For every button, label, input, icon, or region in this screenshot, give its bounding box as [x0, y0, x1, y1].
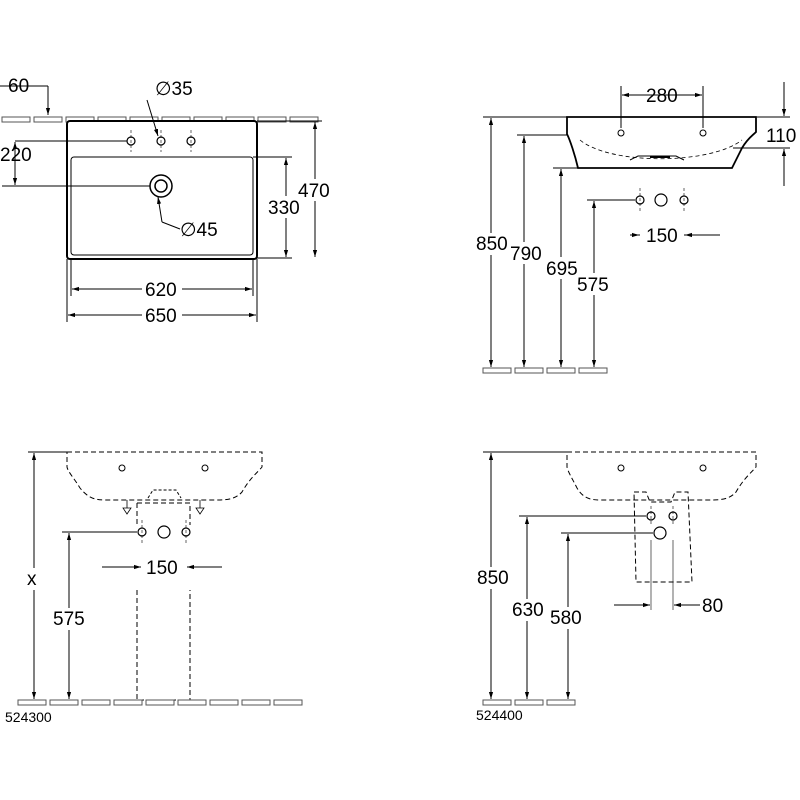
- dim-110-label: 110: [766, 126, 796, 147]
- connection-holes: [137, 520, 191, 544]
- product-code-label: 524400: [476, 707, 523, 723]
- dim-220-label: 220: [0, 145, 32, 166]
- product-code-label: 524300: [5, 709, 52, 725]
- dim-150-label: 150: [646, 226, 678, 247]
- dim-850-label: 850: [477, 568, 509, 589]
- connection-holes: [646, 506, 678, 610]
- dim-695-label: 695: [546, 259, 578, 280]
- wall-line: [1, 116, 319, 123]
- dim-diameter-45-label: ∅45: [180, 220, 218, 241]
- dim-150-label: 150: [146, 558, 178, 579]
- dim-280-label: 280: [646, 86, 678, 107]
- dim-575-label: 575: [577, 275, 609, 296]
- basin-dashed-outline: [66, 451, 263, 501]
- basin-profile: [566, 116, 757, 169]
- dim-diameter-35-label: ∅35: [155, 79, 193, 100]
- dim-470-label: 470: [298, 181, 330, 202]
- dim-575-label: 575: [53, 609, 85, 630]
- floor-line: [482, 367, 608, 374]
- connection-holes: [635, 188, 689, 212]
- semi-pedestal-dashed-outline: [633, 491, 693, 583]
- floor-line: [17, 699, 303, 706]
- floor-line: [482, 699, 576, 706]
- semi-pedestal-view: 850 630 580 80 524400: [476, 451, 757, 723]
- front-view: 280 110 850 790 695 575 150: [476, 82, 796, 374]
- dim-80-label: 80: [702, 596, 723, 617]
- dim-60-label: 60: [8, 76, 29, 97]
- dim-x-label: x: [27, 569, 37, 590]
- drain: [149, 174, 173, 198]
- dim-580-label: 580: [550, 608, 582, 629]
- dim-790-label: 790: [510, 244, 542, 265]
- dim-620-label: 620: [145, 280, 177, 301]
- dim-650-label: 650: [145, 306, 177, 327]
- bowl-outline: [70, 156, 254, 256]
- dim-630-label: 630: [512, 600, 544, 621]
- basin-dashed-outline: [566, 451, 757, 501]
- dim-850-label: 850: [476, 234, 508, 255]
- dim-330-label: 330: [268, 198, 300, 219]
- top-view: 60 ∅35 220 ∅45 330 470 620 650: [0, 76, 332, 327]
- pedestal-view: 150 x 575 524300: [5, 451, 303, 725]
